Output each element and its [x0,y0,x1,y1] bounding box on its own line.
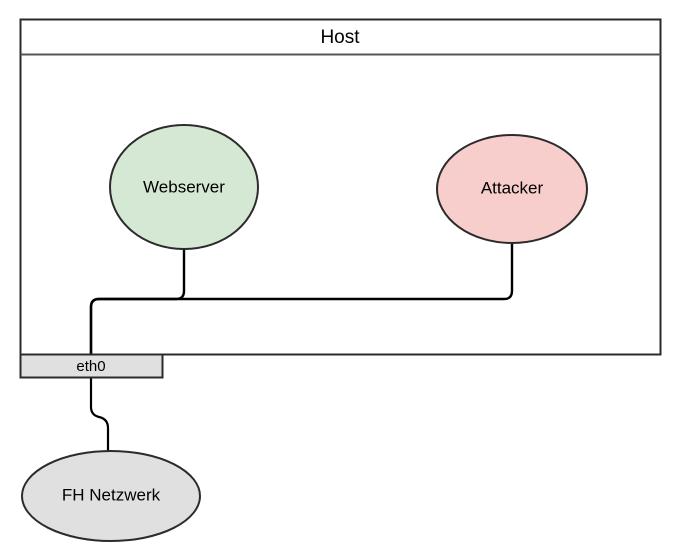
node-eth0-label: eth0 [76,358,105,375]
node-attacker-shape [436,134,588,244]
node-webserver[interactable]: Webserver [109,124,259,250]
node-fh-netzwerk-label: FH Netzwerk [62,485,161,504]
node-fh-netzwerk[interactable]: FH Netzwerk [21,450,201,542]
node-fh-netzwerk-shape [21,450,201,542]
node-webserver-shape [109,124,259,250]
edge-eth0-to-fh-netzwerk[interactable] [89,376,110,455]
node-attacker[interactable]: Attacker [436,134,588,244]
node-attacker-label: Attacker [481,178,544,197]
host-container-title: Host [320,27,360,48]
node-eth0[interactable]: eth0 [19,353,164,379]
node-eth0-shape [19,353,164,379]
node-webserver-label: Webserver [143,177,225,196]
edge-attacker-to-eth0[interactable] [89,241,514,357]
